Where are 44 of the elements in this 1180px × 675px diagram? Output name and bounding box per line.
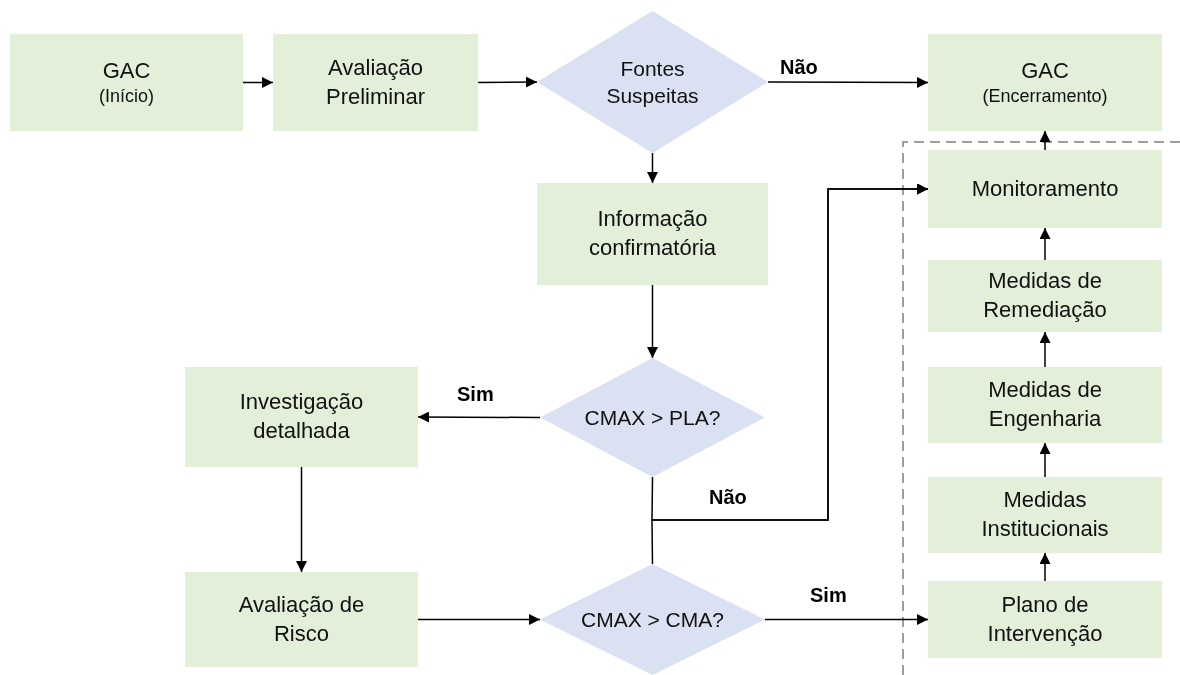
arrow	[1039, 130, 1051, 151]
process-box	[273, 34, 478, 131]
arrow	[647, 152, 658, 184]
arrow	[1039, 331, 1051, 368]
arrow	[417, 411, 541, 423]
process-box	[928, 150, 1162, 228]
decision-diamond	[537, 11, 768, 153]
arrow	[477, 76, 538, 88]
node-label: Plano de Intervenção	[986, 590, 1104, 648]
decision-diamond	[540, 564, 765, 675]
node-label: Informação confirmatória	[587, 205, 718, 262]
node-label: GAC	[1021, 56, 1069, 85]
process-box	[185, 572, 418, 667]
process-box	[10, 34, 243, 131]
process-box	[185, 367, 418, 467]
node-label: CMAX > CMA?	[581, 606, 724, 633]
arrow	[1039, 227, 1051, 261]
node-label: GAC	[102, 56, 151, 85]
arrow	[1039, 552, 1051, 582]
arrow	[767, 76, 929, 88]
arrow	[242, 77, 274, 88]
node-label: (Encerramento)	[982, 85, 1108, 109]
arrow	[647, 284, 658, 359]
process-box	[928, 367, 1162, 443]
process-box	[928, 260, 1162, 332]
arrow	[1039, 442, 1051, 478]
process-box	[928, 581, 1162, 658]
node-label: (Início)	[99, 85, 154, 109]
arrow	[296, 466, 307, 573]
node-label: Medidas Institucionais	[980, 486, 1110, 543]
node-label: Fontes Suspeitas	[605, 55, 700, 109]
node-label: Monitoramento	[971, 174, 1119, 203]
arrow	[764, 614, 929, 625]
process-box	[928, 477, 1162, 553]
arrow	[417, 614, 541, 625]
node-label: CMAX > PLA?	[584, 404, 721, 431]
node-label: Avaliação Preliminar	[325, 53, 426, 111]
node-label: Medidas de Remediação	[982, 267, 1108, 324]
process-box	[537, 183, 768, 285]
decision-diamond	[540, 358, 765, 477]
node-label: Investigação detalhada	[238, 388, 365, 445]
node-label: Medidas de Engenharia	[987, 376, 1103, 433]
node-label: Avaliação de Risco	[237, 590, 366, 648]
process-box	[928, 34, 1162, 131]
